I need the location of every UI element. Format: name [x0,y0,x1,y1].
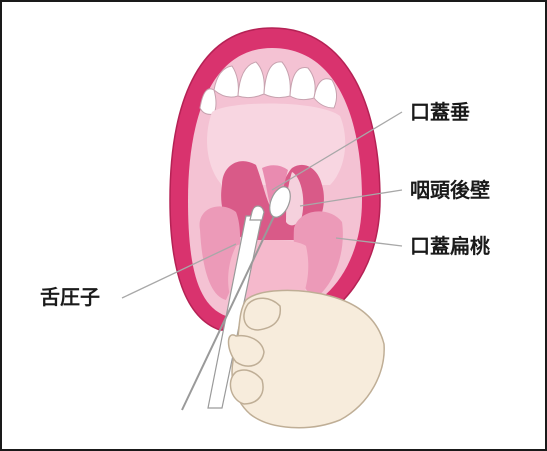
uvula-label: 口蓋垂 [410,100,470,124]
leader-pharyngeal-wall [299,189,403,207]
palatine-tonsil-label: 口蓋扁桃 [410,234,490,258]
leader-depressor [121,243,237,299]
leader-uvula [271,111,403,191]
tongue-depressor-label: 舌圧子 [40,285,100,309]
leader-tonsil [335,237,403,247]
tongue-depressor-stick [207,205,265,409]
hand [227,289,385,429]
swab [181,186,291,411]
posterior-pharyngeal-wall-label: 咽頭後壁 [410,178,490,202]
leader-lines [121,111,403,299]
posterior-pharyngeal-wall [286,172,304,226]
upper-teeth [199,61,338,115]
